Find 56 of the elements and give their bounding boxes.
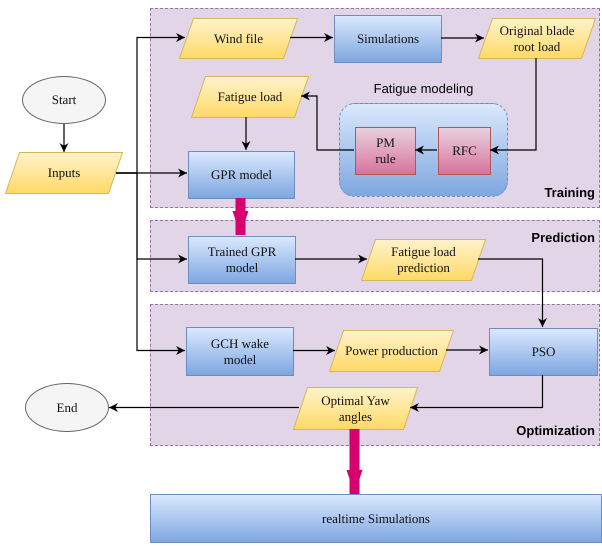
node-label: Power production [344, 343, 439, 359]
group-heading: Fatigue modeling [372, 81, 474, 97]
arrow [446, 346, 488, 354]
arrow [293, 346, 335, 355]
node-label: GPR model [210, 167, 274, 183]
node-label: Start [50, 92, 78, 108]
group-container [339, 81, 508, 197]
process-box [188, 151, 295, 199]
node-label: Inputs [46, 165, 82, 181]
data-parallelogram [5, 152, 123, 194]
node-label: GCH wake model [210, 336, 270, 368]
arrow [295, 254, 367, 264]
node-label: PSO [530, 344, 556, 360]
process-box [355, 127, 416, 175]
thick-arrow [232, 198, 248, 235]
stage-label: Training [544, 186, 595, 199]
process-box [334, 15, 442, 63]
data-parallelogram [293, 387, 418, 430]
arrow [415, 146, 437, 154]
data-parallelogram [179, 18, 298, 59]
data-parallelogram [329, 330, 454, 372]
node-label: Trained GPR model [206, 244, 278, 276]
arrow [242, 117, 250, 150]
node-label: PM rule [374, 135, 397, 167]
stage-label: Prediction [531, 231, 595, 244]
arrow [60, 124, 68, 152]
arrow [290, 33, 333, 42]
arrow [410, 375, 544, 412]
arrow [478, 258, 547, 327]
arrow [301, 92, 354, 151]
arrow [116, 172, 185, 355]
arrow [109, 403, 299, 412]
node-label: Original blade root load [498, 22, 576, 54]
process-box [186, 327, 294, 376]
data-parallelogram [361, 239, 486, 281]
arrow [441, 34, 484, 42]
stage-panel [150, 8, 600, 208]
node-label: Fatigue load prediction [390, 244, 457, 276]
data-parallelogram [191, 76, 309, 118]
process-box [188, 236, 296, 284]
node-label: realtime Simulations [321, 510, 431, 526]
stage-panel [150, 220, 600, 292]
node-label: Wind file [213, 30, 264, 46]
data-parallelogram [478, 18, 596, 59]
stage-label: Optimization [516, 424, 595, 437]
process-box [150, 494, 602, 543]
process-box [489, 328, 598, 376]
node-label: Fatigue load [216, 89, 284, 105]
arrow [490, 58, 537, 154]
stage-panel [150, 304, 600, 446]
process-box [438, 127, 491, 175]
node-label: End [56, 400, 78, 416]
node-label: RFC [451, 143, 478, 159]
node-label: Simulations [356, 31, 420, 47]
thick-arrow [346, 429, 362, 494]
node-label: Optimal Yaw angles [320, 392, 391, 424]
